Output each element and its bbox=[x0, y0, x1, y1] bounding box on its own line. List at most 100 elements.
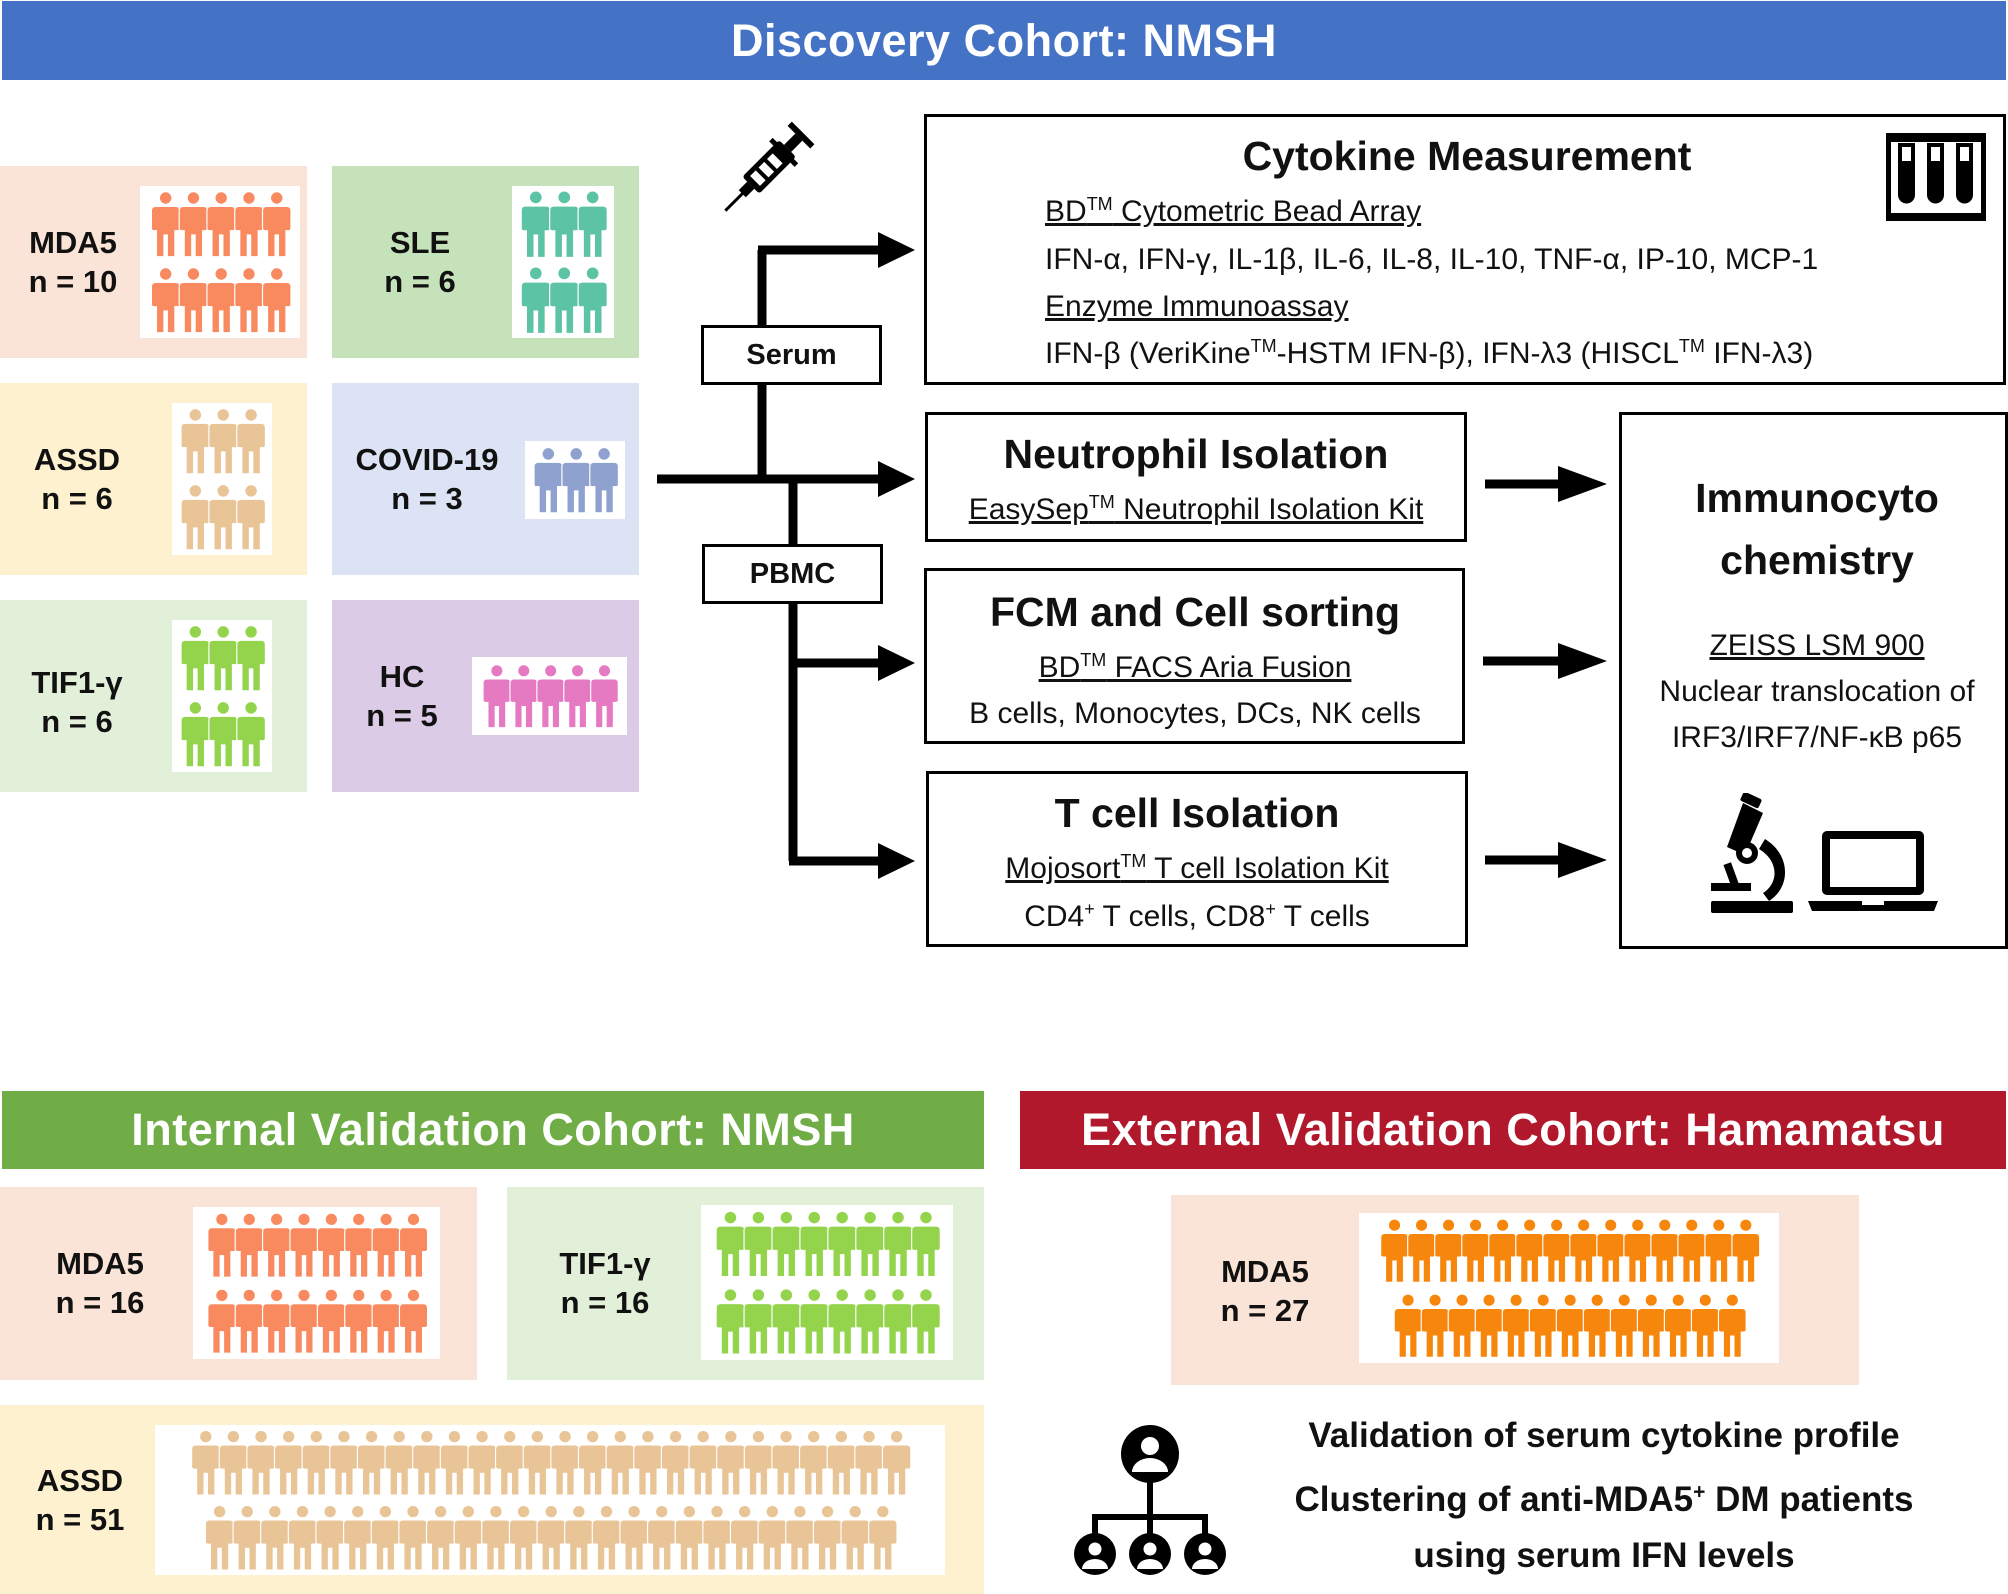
group-count: n = 51 bbox=[35, 1502, 125, 1537]
external-group-mda5: MDA5 n = 27 bbox=[1171, 1195, 1859, 1385]
note-part: DM patients bbox=[1705, 1480, 1914, 1519]
person-icon bbox=[342, 1504, 373, 1571]
internal-validation-title: Internal Validation Cohort: NMSH bbox=[131, 1104, 855, 1155]
person-icon bbox=[190, 1429, 221, 1496]
person-icon bbox=[1515, 1218, 1545, 1283]
person-icon bbox=[287, 1504, 318, 1571]
person-icon bbox=[246, 1429, 276, 1496]
person-icon bbox=[301, 1429, 332, 1496]
serum-label: Serum bbox=[701, 325, 882, 385]
person-icon bbox=[236, 701, 266, 768]
person-icon bbox=[1582, 1293, 1612, 1358]
person-icon bbox=[688, 1429, 718, 1496]
icc-title-line2: chemistry bbox=[1720, 537, 1914, 583]
person-icon bbox=[743, 1429, 774, 1496]
kit-tm: TM bbox=[1120, 851, 1147, 871]
people-icon-grid bbox=[172, 403, 272, 555]
person-icon bbox=[236, 484, 266, 551]
cell-part: CD4 bbox=[1024, 900, 1085, 933]
person-icon bbox=[289, 1288, 319, 1354]
fcm-cell-sorting-box: FCM and Cell sorting BDTM FACS Aria Fusi… bbox=[924, 568, 1465, 744]
people-icon-grid bbox=[140, 186, 300, 338]
person-icon bbox=[494, 1429, 525, 1496]
eia-tm: TM bbox=[1678, 336, 1705, 356]
person-icon bbox=[911, 1210, 941, 1278]
person-icon bbox=[439, 1429, 470, 1496]
cba-rest: Cytometric Bead Array bbox=[1112, 195, 1422, 228]
person-icon bbox=[180, 701, 211, 768]
person-icon bbox=[481, 1504, 511, 1571]
person-icon bbox=[234, 191, 264, 258]
group-covid19: COVID-19 n = 3 bbox=[332, 383, 639, 575]
group-mda5: MDA5 n = 10 bbox=[0, 166, 307, 358]
person-icon bbox=[261, 1212, 292, 1278]
group-name: ASSD bbox=[36, 1463, 124, 1498]
cba-cytokine-list: IFN-α, IFN-γ, IL-1β, IL-6, IL-8, IL-10, … bbox=[1045, 243, 1819, 276]
person-icon bbox=[743, 1210, 774, 1278]
person-icon bbox=[883, 1288, 913, 1355]
group-label: HC n = 5 bbox=[366, 657, 438, 735]
fcm-cell-types: B cells, Monocytes, DCs, NK cells bbox=[969, 697, 1421, 730]
person-icon bbox=[1488, 1218, 1518, 1283]
group-assd: ASSD n = 6 bbox=[0, 383, 307, 575]
person-icon bbox=[412, 1429, 442, 1496]
person-icon bbox=[207, 1212, 237, 1278]
eia-part: -HSTM IFN-β), IFN-λ3 (HISCL bbox=[1276, 337, 1679, 370]
people-icon-grid bbox=[701, 1205, 953, 1360]
group-count: n = 10 bbox=[28, 264, 118, 299]
person-icon bbox=[826, 1429, 857, 1496]
people-icon-grid bbox=[525, 441, 625, 519]
people-icon-grid bbox=[512, 186, 614, 338]
person-icon bbox=[453, 1504, 484, 1571]
group-name: TIF1-γ bbox=[31, 665, 123, 700]
person-icon bbox=[1501, 1293, 1531, 1358]
person-icon bbox=[840, 1504, 870, 1571]
person-icon bbox=[549, 266, 580, 335]
group-name: MDA5 bbox=[1221, 1254, 1309, 1289]
group-name: SLE bbox=[389, 225, 451, 260]
group-name: MDA5 bbox=[56, 1246, 144, 1281]
internal-group-assd: ASSD n = 51 bbox=[0, 1405, 984, 1594]
group-count: n = 6 bbox=[41, 481, 113, 516]
person-icon bbox=[536, 1504, 566, 1571]
note-part: Clustering of anti-MDA5 bbox=[1294, 1480, 1694, 1519]
person-icon bbox=[236, 408, 266, 475]
neutrophil-title: Neutrophil Isolation bbox=[1003, 431, 1389, 477]
person-icon bbox=[522, 1429, 553, 1496]
immunocytochemistry-box: Immunocyto chemistry ZEISS LSM 900 Nucle… bbox=[1619, 412, 2008, 949]
kit-rest: T cell Isolation Kit bbox=[1146, 852, 1389, 885]
person-icon bbox=[218, 1429, 249, 1496]
person-icon bbox=[591, 1504, 622, 1571]
person-icon bbox=[633, 1429, 663, 1496]
people-icon-grid bbox=[155, 1425, 945, 1575]
discovery-cohort-banner: Discovery Cohort: NMSH bbox=[2, 1, 2006, 80]
group-label: TIF1-γ n = 16 bbox=[559, 1244, 650, 1322]
syringe-icon bbox=[724, 121, 815, 212]
person-icon bbox=[206, 191, 237, 258]
group-label: ASSD n = 6 bbox=[34, 440, 120, 518]
person-icon bbox=[1528, 1293, 1558, 1358]
person-icon bbox=[289, 1212, 319, 1278]
person-icon bbox=[1690, 1293, 1720, 1358]
cytokine-measurement-box: Cytokine Measurement BDTM Cytometric Bea… bbox=[924, 114, 2006, 385]
person-icon bbox=[261, 191, 292, 258]
person-icon bbox=[1434, 1218, 1464, 1283]
person-icon bbox=[590, 664, 619, 729]
group-label: ASSD n = 51 bbox=[36, 1461, 125, 1539]
person-icon bbox=[1447, 1293, 1477, 1358]
people-icon-grid bbox=[172, 620, 272, 772]
person-icon bbox=[208, 408, 239, 475]
people-icons bbox=[180, 625, 266, 768]
cell-sup: + bbox=[1084, 899, 1095, 919]
person-icon bbox=[520, 266, 551, 335]
person-icon bbox=[1393, 1293, 1423, 1358]
person-icon bbox=[660, 1429, 691, 1496]
person-icon bbox=[771, 1288, 802, 1355]
people-icons bbox=[715, 1210, 941, 1355]
person-icon bbox=[398, 1504, 428, 1571]
group-label: MDA5 n = 27 bbox=[1221, 1252, 1310, 1330]
person-icon bbox=[1677, 1218, 1707, 1283]
person-icon bbox=[356, 1429, 387, 1496]
cba-tm: TM bbox=[1086, 194, 1113, 214]
cytokine-title: Cytokine Measurement bbox=[1242, 133, 1692, 179]
